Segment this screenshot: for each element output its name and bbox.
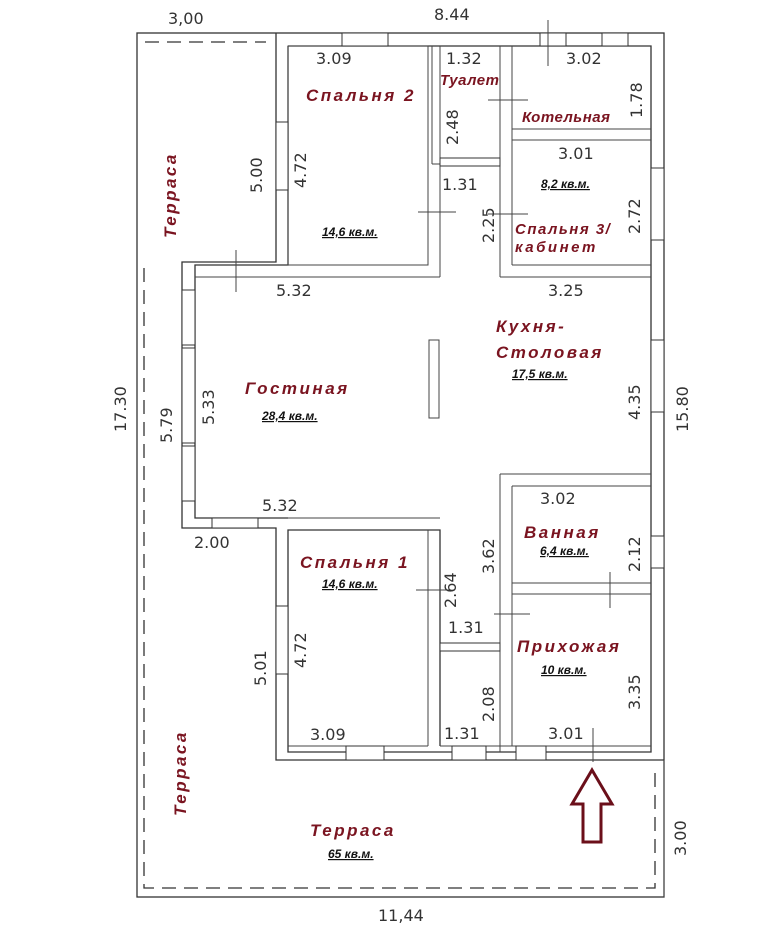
dim-corridor-top: 1.31 [442, 175, 478, 194]
dim-kitchen-width: 3.25 [548, 281, 584, 300]
room-bedroom3-name-1: Спальня 3/ [515, 221, 612, 238]
dim-living-top: 5.32 [276, 281, 312, 300]
dim-bath-width: 3.02 [540, 489, 576, 508]
dim-top-left: 3,00 [168, 9, 204, 28]
dim-hall-corr: 3.62 [479, 538, 498, 574]
window [181, 347, 196, 444]
dim-ledge: 2.00 [194, 533, 230, 552]
dim-kitchen-height: 4.35 [625, 384, 644, 420]
dim-living-bottom: 5.32 [262, 496, 298, 515]
terrace-left-bottom-name: Терраса [171, 730, 190, 816]
room-hallway-area: 10 кв.м. [541, 663, 587, 677]
room-bedroom3-name-2: кабинет [515, 239, 598, 256]
terrace-dash-left [143, 268, 656, 889]
dim-corridor-entry: 1.31 [444, 724, 480, 743]
dim-hall-lower: 2.08 [479, 686, 498, 722]
dim-living-height: 5.33 [199, 389, 218, 425]
dim-bedroom1-door: 2.64 [441, 572, 460, 608]
room-kitchen-area: 17,5 кв.м. [512, 367, 568, 381]
terrace-left-top-name: Терраса [161, 152, 180, 238]
window [650, 535, 665, 569]
room-bathroom-area: 6,4 кв.м. [540, 544, 589, 558]
kitchen-partition [428, 339, 440, 419]
window [181, 445, 196, 502]
window [211, 517, 259, 529]
dim-bedroom3-width: 3.01 [558, 144, 594, 163]
room-bathroom-name: Ванная [524, 523, 601, 542]
dim-bottom-total: 11,44 [378, 906, 424, 925]
dim-boiler-height: 1.78 [627, 82, 646, 118]
site-boundary [136, 32, 665, 898]
dim-bedroom1-width: 3.09 [310, 725, 346, 744]
dim-left-total: 17.30 [111, 386, 130, 432]
window [650, 167, 665, 241]
dim-hall-height: 3.35 [625, 674, 644, 710]
room-boiler-name: Котельная [522, 109, 610, 126]
dim-bedroom2-width: 3.09 [316, 49, 352, 68]
dim-corridor-bottom: 1.31 [448, 618, 484, 637]
corridor-frame-bottom [439, 642, 501, 652]
dim-toilet-height: 2.48 [443, 109, 462, 145]
terrace-bottom-area: 65 кв.м. [328, 847, 374, 861]
room-living-area: 28,4 кв.м. [261, 409, 318, 423]
room-bedroom1-area: 14,6 кв.м. [322, 577, 378, 591]
terrace-bottom-name: Терраса [310, 821, 396, 840]
window [275, 605, 289, 675]
dim-bedroom3-corr: 2.25 [479, 207, 498, 243]
dim-hall-width: 3.01 [548, 724, 584, 743]
window [539, 32, 567, 47]
window [181, 289, 196, 346]
room-toilet-name: Туалет [440, 72, 499, 89]
house-outer-wall [181, 33, 664, 761]
room-kitchen-name-2: Столовая [496, 343, 604, 362]
dim-right-total: 15.80 [673, 386, 692, 432]
window [341, 32, 389, 47]
dim-toilet-width: 1.32 [446, 49, 482, 68]
window [345, 745, 385, 761]
dim-right-bottom: 3.00 [671, 820, 690, 856]
dim-bath-height: 2.12 [625, 536, 644, 572]
room-kitchen-name-1: Кухня- [496, 317, 566, 336]
dim-bedroom1-outer: 5.01 [251, 650, 270, 686]
room-living-name: Гостиная [245, 379, 350, 398]
dim-bedroom2-height: 4.72 [291, 152, 310, 188]
room-hallway-name: Прихожая [517, 637, 621, 656]
dim-living-outer: 5.79 [157, 407, 176, 443]
room-bedroom2-area: 14,6 кв.м. [322, 225, 378, 239]
window [275, 121, 289, 191]
window [601, 32, 629, 47]
entrance-arrow-icon [569, 767, 615, 844]
dim-top-total: 8.44 [434, 5, 470, 24]
window [650, 339, 665, 413]
room-bedroom1-name: Спальня 1 [300, 553, 410, 572]
window [451, 745, 487, 761]
dim-bedroom1-height: 4.72 [291, 632, 310, 668]
window [515, 745, 547, 761]
room-bedroom2-name: Спальня 2 [306, 86, 416, 105]
corridor-frame-top [439, 157, 501, 167]
dim-bedroom2-outer: 5.00 [247, 157, 266, 193]
dim-boiler-width: 3.02 [566, 49, 602, 68]
house-inner-left [194, 46, 289, 519]
room-bedroom3-area: 8,2 кв.м. [541, 177, 590, 191]
dim-bedroom3-height: 2.72 [625, 198, 644, 234]
house-inner-wall [287, 45, 652, 753]
